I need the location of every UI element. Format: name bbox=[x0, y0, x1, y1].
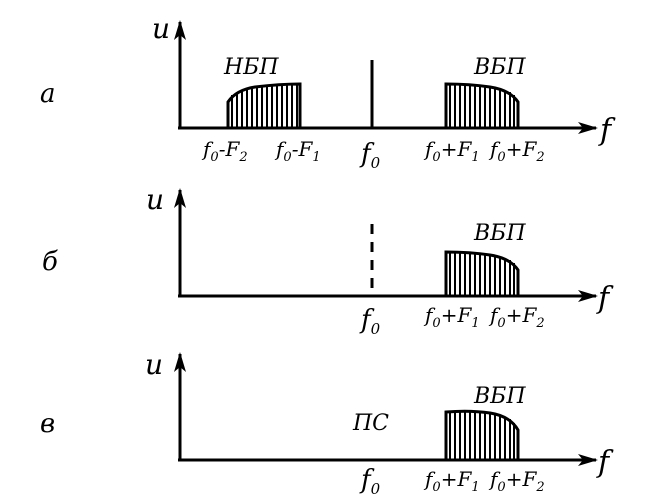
tick-label-f0-plus-F1-b: f0+F1 bbox=[423, 303, 480, 331]
tick-label-f0-plus-F1-v: f0+F1 bbox=[423, 467, 480, 495]
tick-label-f0-minus-F2-a: f0-F2 bbox=[201, 137, 248, 165]
row-label-v: в bbox=[40, 409, 55, 439]
x-axis-label-v: f bbox=[596, 445, 614, 480]
panel-v: в u f ПС В bbox=[40, 348, 614, 496]
band-label-upper-b: ВБП bbox=[473, 221, 526, 246]
tick-label-f0-v: f0 bbox=[359, 465, 381, 496]
upper-sideband-v bbox=[444, 409, 520, 462]
tick-label-f0-plus-F2-a: f0+F2 bbox=[488, 137, 545, 165]
row-label-a: а bbox=[40, 79, 56, 109]
tick-label-f0-plus-F2-v: f0+F2 bbox=[488, 467, 545, 495]
y-axis-label-v: u bbox=[145, 348, 163, 381]
tick-label-f0-plus-F2-b: f0+F2 bbox=[488, 303, 545, 331]
panel-b: б u f ВБП bbox=[42, 183, 614, 338]
band-label-upper-a: ВБП bbox=[473, 55, 526, 80]
row-label-b: б bbox=[42, 247, 58, 277]
tick-label-f0-a: f0 bbox=[359, 139, 381, 172]
tick-label-f0-plus-F1-a: f0+F1 bbox=[423, 137, 480, 165]
x-axis-label-b: f bbox=[596, 281, 614, 316]
upper-sideband-b bbox=[444, 250, 520, 298]
lower-sideband-a bbox=[226, 82, 302, 130]
y-axis-label-b: u bbox=[146, 183, 164, 216]
band-label-lower-a: НБП bbox=[223, 55, 279, 80]
upper-sideband-a bbox=[444, 82, 520, 130]
y-axis-label-a: u bbox=[152, 12, 170, 45]
tick-label-f0-b: f0 bbox=[359, 305, 381, 338]
tick-label-f0-minus-F1-a: f0-F1 bbox=[274, 137, 321, 165]
panel-a: а u f НБП bbox=[40, 12, 616, 172]
band-label-upper-v: ВБП bbox=[473, 384, 526, 409]
pilot-carrier-label-v: ПС bbox=[352, 411, 389, 436]
x-axis-label-a: f bbox=[598, 113, 616, 148]
